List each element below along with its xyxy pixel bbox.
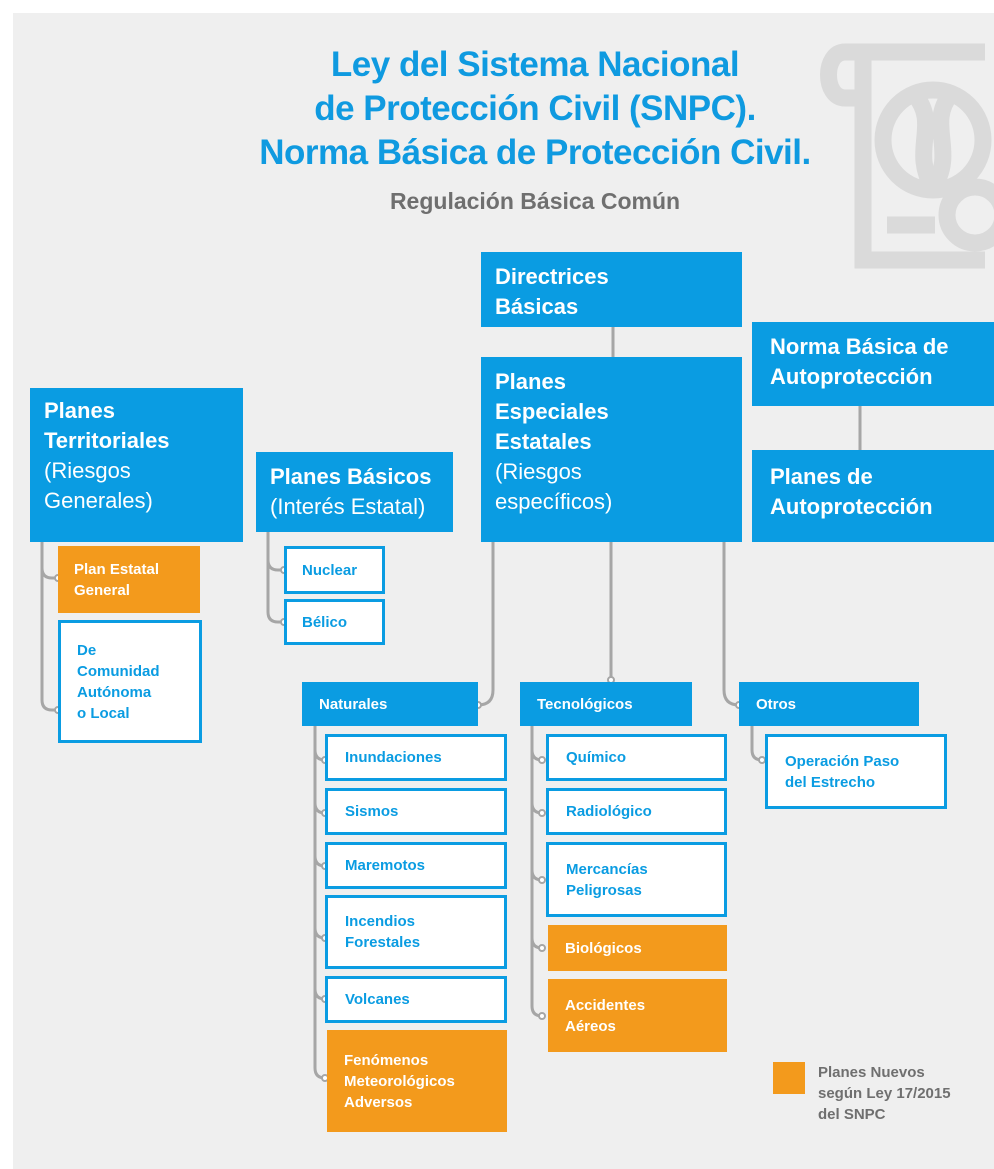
legend-line2: según Ley 17/2015 (818, 1085, 951, 1102)
node-plan-estatal-line1: Plan Estatal (74, 560, 160, 578)
node-biologicos: Biológicos (548, 925, 727, 971)
node-especiales-line3: Estatales (495, 429, 592, 454)
legend-line1: Planes Nuevos (818, 1064, 925, 1081)
node-mercancias-line1: Mercancías (566, 860, 648, 878)
legend-swatch-new-plans (773, 1062, 805, 1094)
node-accidentes-line1: Accidentes (565, 996, 646, 1014)
node-paso-line1: Operación Paso (785, 752, 900, 770)
node-planes-auto-line2: Autoprotección (770, 494, 933, 519)
node-fenomenos-line3: Adversos (344, 1093, 413, 1111)
legend-label: Planes Nuevos según Ley 17/2015 del SNPC (818, 1062, 978, 1125)
node-fenomenos-line2: Meteorológicos (344, 1072, 455, 1090)
connector-otros-child (750, 724, 764, 762)
node-tecnologicos-label: Tecnológicos (537, 695, 633, 713)
connector-naturales (476, 540, 495, 707)
node-otros-label: Otros (756, 695, 797, 713)
node-accidentes-aereos: Accidentes Aéreos (548, 979, 727, 1052)
node-volcanes: Volcanes (325, 976, 507, 1023)
connector-territoriales (40, 540, 60, 712)
node-basicos-line1: Planes Básicos (270, 464, 432, 489)
node-maremotos: Maremotos (325, 842, 507, 889)
node-otros: Otros (739, 682, 919, 726)
node-biologicos-label: Biológicos (565, 939, 642, 957)
node-plan-estatal-general: Plan Estatal General (58, 546, 200, 613)
diagram-title: Ley del Sistema Nacional de Protección C… (0, 43, 994, 175)
node-comunidad-autonoma: De Comunidad Autónoma o Local (58, 620, 202, 743)
connector-basicos (266, 529, 286, 624)
node-naturales-label: Naturales (319, 695, 388, 713)
node-comunidad-line3: Autónoma (77, 683, 152, 701)
connector-naturales-children (313, 724, 327, 1080)
node-incendios-line1: Incendios (345, 913, 416, 930)
node-basicos-line2: (Interés Estatal) (270, 494, 426, 519)
node-planes-basicos: Planes Básicos (Interés Estatal) (256, 452, 453, 532)
node-territoriales-line2: Territoriales (44, 428, 170, 453)
node-inundaciones: Inundaciones (325, 734, 507, 781)
node-planes-autoproteccion: Planes de Autoprotección (752, 450, 994, 542)
node-sismos-label: Sismos (345, 803, 399, 820)
node-fenomenos-meteorologicos: Fenómenos Meteorológicos Adversos (327, 1030, 507, 1132)
node-belico-label: Bélico (302, 613, 348, 631)
node-territoriales-line1: Planes (44, 398, 115, 423)
node-comunidad-line2: Comunidad (77, 662, 160, 680)
node-territoriales-line3: (Riesgos (44, 458, 131, 483)
node-naturales: Naturales (302, 682, 478, 726)
title-line-3: Norma Básica de Protección Civil. (259, 133, 811, 172)
node-paso-line2: del Estrecho (785, 773, 876, 791)
node-fenomenos-line1: Fenómenos (344, 1051, 429, 1069)
node-especiales-line4: (Riesgos (495, 459, 582, 484)
node-nuclear-label: Nuclear (302, 561, 358, 579)
connector-otros (722, 540, 741, 707)
node-norma-auto-line1: Norma Básica de (770, 334, 949, 359)
node-plan-estatal-line2: General (74, 581, 130, 599)
node-tecnologicos: Tecnológicos (520, 682, 692, 726)
node-especiales-line5: específicos) (495, 489, 613, 514)
node-especiales-line2: Especiales (495, 399, 609, 424)
node-maremotos-label: Maremotos (345, 857, 426, 874)
node-inundaciones-label: Inundaciones (345, 749, 442, 766)
node-comunidad-line4: o Local (77, 704, 130, 722)
node-directrices-line2: Básicas (495, 294, 579, 319)
node-radiologico: Radiológico (546, 788, 727, 835)
node-comunidad-line1: De (77, 641, 97, 659)
title-line-2: de Protección Civil (SNPC). (314, 89, 756, 128)
node-volcanes-label: Volcanes (345, 991, 410, 1008)
diagram-subtitle: Regulación Básica Común (389, 188, 681, 214)
node-operacion-paso-estrecho: Operación Paso del Estrecho (765, 734, 947, 809)
node-incendios-line2: Forestales (345, 934, 421, 951)
node-planes-territoriales: Planes Territoriales (Riesgos Generales) (30, 388, 243, 542)
node-directrices-line1: Directrices (495, 264, 609, 289)
node-sismos: Sismos (325, 788, 507, 835)
title-line-1: Ley del Sistema Nacional (330, 45, 740, 84)
node-quimico: Químico (546, 734, 727, 781)
node-directrices-basicas: Directrices Básicas (481, 252, 742, 327)
node-norma-auto-line2: Autoprotección (770, 364, 933, 389)
node-radiologico-label: Radiológico (566, 803, 652, 820)
node-mercancias-line2: Peligrosas (566, 881, 642, 899)
node-planes-auto-line1: Planes de (770, 464, 873, 489)
node-especiales-line1: Planes (495, 369, 566, 394)
connector-tecnologicos-children (530, 724, 544, 1018)
document-seal-icon (820, 43, 994, 269)
node-belico: Bélico (284, 599, 385, 645)
node-accidentes-line2: Aéreos (565, 1017, 616, 1035)
node-quimico-label: Químico (566, 749, 627, 766)
node-territoriales-line4: Generales) (44, 488, 153, 513)
node-mercancias-peligrosas: Mercancías Peligrosas (546, 842, 727, 917)
node-nuclear: Nuclear (284, 546, 385, 594)
node-planes-especiales-estatales: Planes Especiales Estatales (Riesgos esp… (481, 357, 742, 542)
node-incendios-forestales: Incendios Forestales (325, 895, 507, 969)
node-norma-basica-autoproteccion: Norma Básica de Autoprotección (752, 322, 994, 406)
legend-line3: del SNPC (818, 1106, 886, 1123)
